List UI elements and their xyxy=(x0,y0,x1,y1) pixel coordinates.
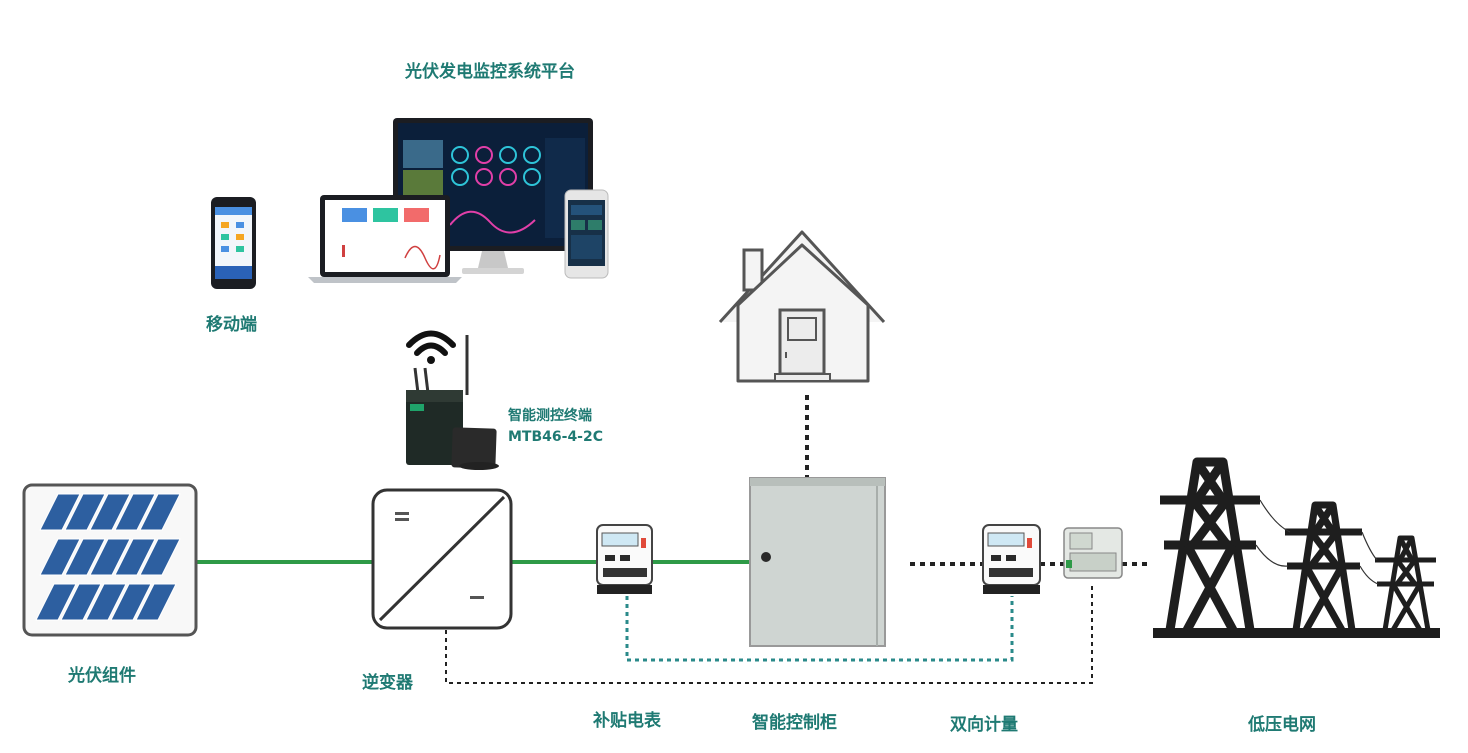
house-icon xyxy=(718,230,886,383)
phone-icon xyxy=(564,189,609,279)
dotted-lines xyxy=(445,395,1150,684)
control-cabinet-label: 智能控制柜 xyxy=(752,713,837,733)
transmission-tower-icon xyxy=(1153,457,1440,638)
rail-meter-icon xyxy=(1063,527,1123,579)
inverter-icon xyxy=(371,488,513,630)
monitor-icon xyxy=(393,118,593,274)
cabinet-icon xyxy=(749,477,886,647)
pv-module-label: 光伏组件 xyxy=(68,666,136,686)
inverter-signal-line xyxy=(445,585,1093,684)
terminal-device-icon xyxy=(406,335,499,470)
laptop-icon xyxy=(308,195,462,283)
subsidy-meter-label: 补贴电表 xyxy=(593,711,661,731)
subsidy-meter-icon xyxy=(596,524,653,594)
grid-label: 低压电网 xyxy=(1248,715,1316,735)
platform-title: 光伏发电监控系统平台 xyxy=(405,62,575,82)
mobile-phone-icon xyxy=(211,197,256,289)
bidirectional-meter-icon xyxy=(982,524,1041,594)
terminal-name-label: 智能测控终端 xyxy=(508,408,592,424)
terminal-model-label: MTB46-4-2C xyxy=(508,429,604,445)
bidirectional-meter-label: 双向计量 xyxy=(950,715,1018,735)
wifi-icon xyxy=(406,330,456,364)
meter-comm-line xyxy=(625,596,1014,662)
mobile-label: 移动端 xyxy=(206,315,257,335)
inverter-label: 逆变器 xyxy=(362,673,413,693)
solar-panel-icon xyxy=(22,483,198,637)
